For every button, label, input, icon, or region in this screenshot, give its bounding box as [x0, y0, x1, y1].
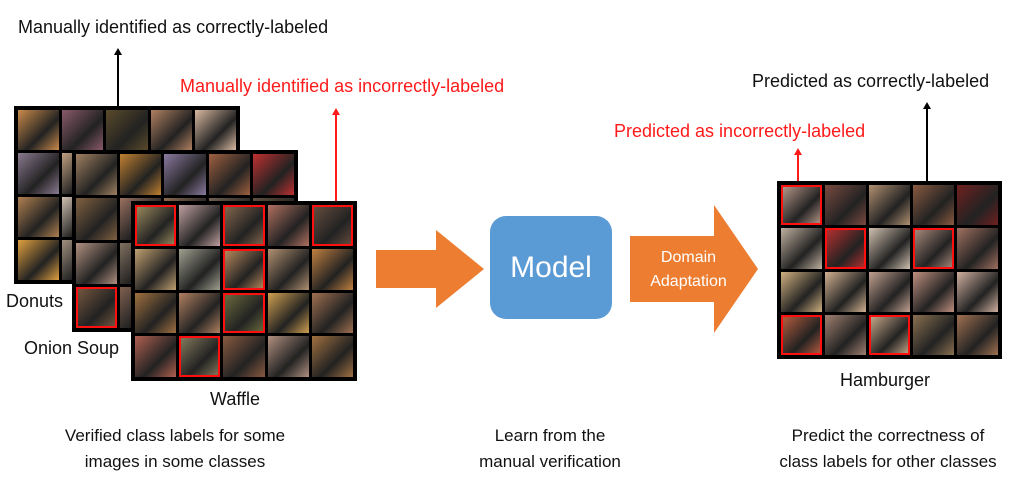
flagged-image-tile	[76, 286, 118, 328]
incorrect-arrow-line	[335, 112, 337, 204]
middle-caption: Learn from the manual verification	[440, 423, 660, 475]
image-tile	[311, 248, 353, 290]
pred-correct-arrow-line	[926, 106, 928, 182]
image-tile	[869, 271, 910, 312]
image-tile	[194, 110, 236, 151]
image-tile	[957, 228, 998, 269]
image-tile	[781, 228, 822, 269]
donuts-class-label: Donuts	[6, 291, 64, 311]
image-tile	[62, 110, 104, 151]
image-tile	[825, 185, 866, 226]
image-tile	[825, 314, 866, 355]
flagged-image-tile	[179, 336, 221, 377]
image-tile	[913, 271, 954, 312]
image-tile	[223, 336, 265, 377]
flagged-image-tile	[223, 292, 265, 334]
image-tile	[913, 185, 954, 226]
image-tile	[267, 336, 309, 377]
image-tile	[135, 292, 177, 334]
domain-adaptation-label: Domain Adaptation	[636, 246, 741, 294]
right-caption-line2: class labels for other classes	[779, 452, 997, 471]
image-tile	[957, 185, 998, 226]
image-tile	[106, 110, 148, 151]
image-tile	[135, 336, 177, 377]
image-tile	[76, 242, 118, 284]
middle-caption-line1: Learn from the	[494, 426, 606, 445]
image-tile	[150, 110, 192, 151]
hamburger-image-grid	[777, 181, 1002, 359]
flagged-image-tile	[311, 205, 353, 246]
image-tile	[267, 248, 309, 290]
domain-adaptation-line1: Domain	[660, 249, 717, 266]
image-tile	[76, 198, 118, 240]
domain-adaptation-arrow	[630, 205, 758, 333]
model-label: Model	[510, 250, 592, 284]
image-tile	[18, 153, 60, 194]
onion-soup-class-label: Onion Soup	[24, 338, 120, 358]
pred-incorrect-label: Predicted as incorrectly-labeled	[614, 121, 866, 141]
input-arrow	[376, 230, 484, 308]
image-tile	[18, 110, 60, 151]
left-caption-line1: Verified class labels for some	[64, 426, 286, 445]
image-tile	[179, 292, 221, 334]
flagged-image-tile	[135, 205, 177, 246]
incorrect-arrow-head	[332, 108, 340, 115]
right-caption-line1: Predict the correctness of	[791, 426, 985, 445]
image-tile	[311, 292, 353, 334]
right-caption: Predict the correctness of class labels …	[752, 423, 1024, 475]
manual-correct-label: Manually identified as correctly-labeled	[18, 17, 329, 37]
flagged-image-tile	[223, 205, 265, 246]
image-tile	[252, 154, 294, 196]
image-tile	[957, 271, 998, 312]
image-tile	[869, 228, 910, 269]
image-tile	[311, 336, 353, 377]
manual-incorrect-label: Manually identified as incorrectly-label…	[180, 76, 505, 96]
flagged-image-tile	[781, 314, 822, 355]
left-caption: Verified class labels for some images in…	[20, 423, 330, 475]
image-tile	[869, 185, 910, 226]
pred-correct-label: Predicted as correctly-labeled	[752, 71, 990, 91]
image-tile	[267, 205, 309, 246]
image-tile	[120, 154, 162, 196]
waffle-image-grid	[131, 201, 357, 381]
flagged-image-tile	[869, 314, 910, 355]
flagged-image-tile	[223, 248, 265, 290]
image-tile	[76, 154, 118, 196]
flagged-image-tile	[781, 185, 822, 226]
image-tile	[135, 248, 177, 290]
image-tile	[957, 314, 998, 355]
correct-arrow-head	[114, 48, 122, 55]
image-tile	[781, 271, 822, 312]
image-tile	[267, 292, 309, 334]
flagged-image-tile	[825, 228, 866, 269]
image-tile	[208, 154, 250, 196]
input-arrow-shape	[376, 230, 484, 308]
pred-incorrect-arrow-head	[794, 148, 802, 155]
hamburger-class-label: Hamburger	[840, 370, 931, 390]
left-caption-line2: images in some classes	[84, 452, 266, 471]
model-box: Model	[490, 216, 612, 319]
middle-caption-line2: manual verification	[479, 452, 621, 471]
domain-adaptation-line2: Adaptation	[650, 273, 727, 290]
image-tile	[179, 205, 221, 246]
image-tile	[179, 248, 221, 290]
flagged-image-tile	[913, 228, 954, 269]
image-tile	[164, 154, 206, 196]
correct-arrow-line	[117, 52, 119, 108]
image-tile	[18, 196, 60, 237]
image-tile	[825, 271, 866, 312]
image-tile	[18, 239, 60, 280]
pred-correct-arrow-head	[923, 102, 931, 109]
domain-adaptation-arrow-shape	[630, 205, 758, 333]
waffle-class-label: Waffle	[210, 389, 261, 409]
pred-incorrect-arrow-line	[797, 152, 799, 182]
image-tile	[913, 314, 954, 355]
